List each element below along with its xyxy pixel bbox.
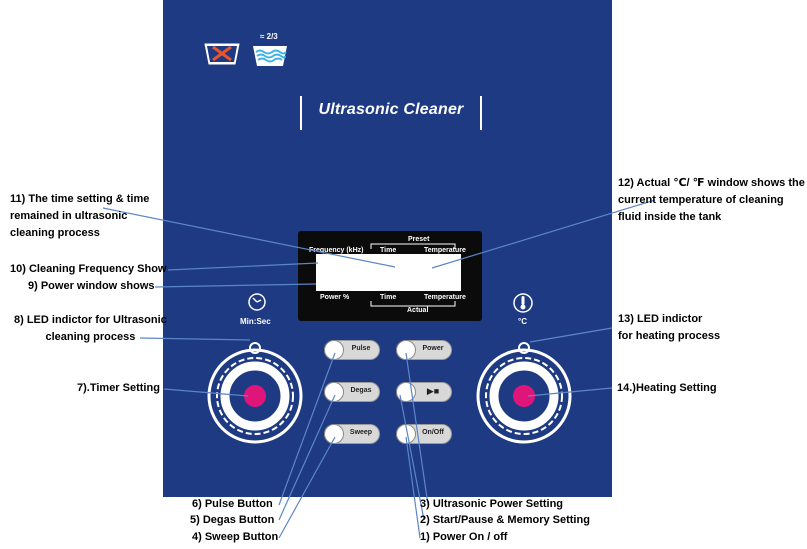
leader-4 — [278, 436, 336, 539]
thermometer-icon — [513, 293, 533, 313]
annotation-5: 5) Degas Button — [190, 514, 275, 526]
annotation-4: 4) Sweep Button — [192, 531, 279, 543]
lcd-preset-label: Preset — [408, 236, 430, 243]
annotation-1: 1) Power On / off — [420, 531, 508, 543]
leader-3 — [405, 352, 429, 506]
annotation-2: 2) Start/Pause & Memory Setting — [420, 514, 590, 526]
lcd-time-bottom: Time — [380, 294, 397, 301]
leader-1 — [405, 436, 421, 539]
leader-6 — [278, 352, 336, 506]
annotation-8-line2: cleaning process — [45, 331, 136, 343]
annotation-12-line1: 12) Actual ℃/ ℉ window shows the — [618, 177, 805, 189]
power-button[interactable]: Power — [396, 340, 452, 360]
pulse-button[interactable]: Pulse — [324, 340, 380, 360]
annotation-13-line2: for heating process — [618, 330, 721, 342]
lcd-actual-label: Actual — [407, 307, 429, 314]
onoff-button[interactable]: On/Off — [396, 424, 452, 444]
leader-14 — [527, 387, 613, 397]
leader-10 — [167, 262, 319, 271]
annotation-3: 3) Ultrasonic Power Setting — [420, 498, 564, 510]
annotation-13-line1: 13) LED indictor — [618, 313, 703, 325]
power-button-label: Power — [422, 345, 444, 352]
annotation-8: 8) LED indictor for Ultrasonic cleaning … — [14, 312, 167, 346]
annotation-11-line1: 11) The time setting & time — [10, 193, 150, 205]
timer-knob[interactable] — [205, 334, 305, 454]
degas-button[interactable]: Degas — [324, 382, 380, 402]
lcd-power-label: Power % — [320, 294, 350, 301]
leader-5 — [278, 394, 336, 521]
no-empty-tank-icon — [204, 43, 240, 65]
leader-13 — [529, 327, 613, 343]
lcd-time-top: Time — [380, 247, 397, 254]
annotation-6: 6) Pulse Button — [192, 498, 273, 510]
panel-title-box: Ultrasonic Cleaner — [300, 96, 482, 130]
annotation-11: 11) The time setting & time remained in … — [10, 191, 149, 242]
start-pause-button[interactable]: ▶■ — [396, 382, 452, 402]
title-bar-left — [300, 96, 302, 130]
pulse-button-cap — [324, 340, 344, 360]
heating-knob[interactable] — [474, 334, 574, 454]
leader-8 — [139, 337, 251, 341]
annotation-12: 12) Actual ℃/ ℉ window shows the current… — [618, 175, 805, 226]
degas-button-cap — [324, 382, 344, 402]
lcd-screen — [316, 254, 461, 291]
annotation-13: 13) LED indictor for heating process — [618, 311, 720, 345]
sweep-button[interactable]: Sweep — [324, 424, 380, 444]
water-level-tank-icon — [253, 46, 287, 66]
leader-2 — [399, 394, 425, 521]
lcd-preset-bracket — [370, 243, 456, 249]
degas-button-label: Degas — [350, 387, 372, 394]
pulse-button-label: Pulse — [351, 345, 371, 352]
lcd-temperature-top: Temperature — [424, 247, 466, 254]
water-level-mark: ≈ 2/3 — [260, 32, 278, 41]
title-bar-right — [480, 96, 482, 130]
leader-9 — [154, 283, 317, 288]
leader-12 — [431, 199, 656, 269]
start-pause-icon: ▶■ — [426, 386, 440, 396]
annotation-10: 10) Cleaning Frequency Show — [10, 263, 167, 275]
sweep-button-cap — [324, 424, 344, 444]
power-button-cap — [396, 340, 416, 360]
annotation-12-line3: fluid inside the tank — [618, 211, 722, 223]
sweep-button-label: Sweep — [349, 429, 373, 436]
lcd-frequency-label: Frequency (kHz) — [309, 247, 364, 254]
onoff-button-label: On/Off — [422, 429, 444, 436]
annotation-8-line1: 8) LED indictor for Ultrasonic — [14, 314, 167, 326]
annotation-9: 9) Power window shows — [28, 280, 155, 292]
lcd-temperature-bottom: Temperature — [424, 294, 466, 301]
annotation-14: 14.)Heating Setting — [617, 382, 717, 394]
heat-knob-label: °C — [518, 317, 527, 326]
leader-7 — [163, 388, 249, 397]
annotation-11-line3: cleaning process — [10, 227, 100, 239]
panel-title: Ultrasonic Cleaner — [318, 101, 464, 118]
timer-knob-label: Min:Sec — [240, 317, 271, 326]
clock-icon — [248, 293, 266, 311]
annotation-11-line2: remained in ultrasonic — [10, 210, 128, 222]
lcd-actual-bracket — [370, 301, 456, 307]
leader-11 — [102, 207, 396, 268]
annotation-7: 7).Timer Setting — [77, 382, 160, 394]
annotation-12-line2: current temperature of cleaning — [618, 194, 784, 206]
